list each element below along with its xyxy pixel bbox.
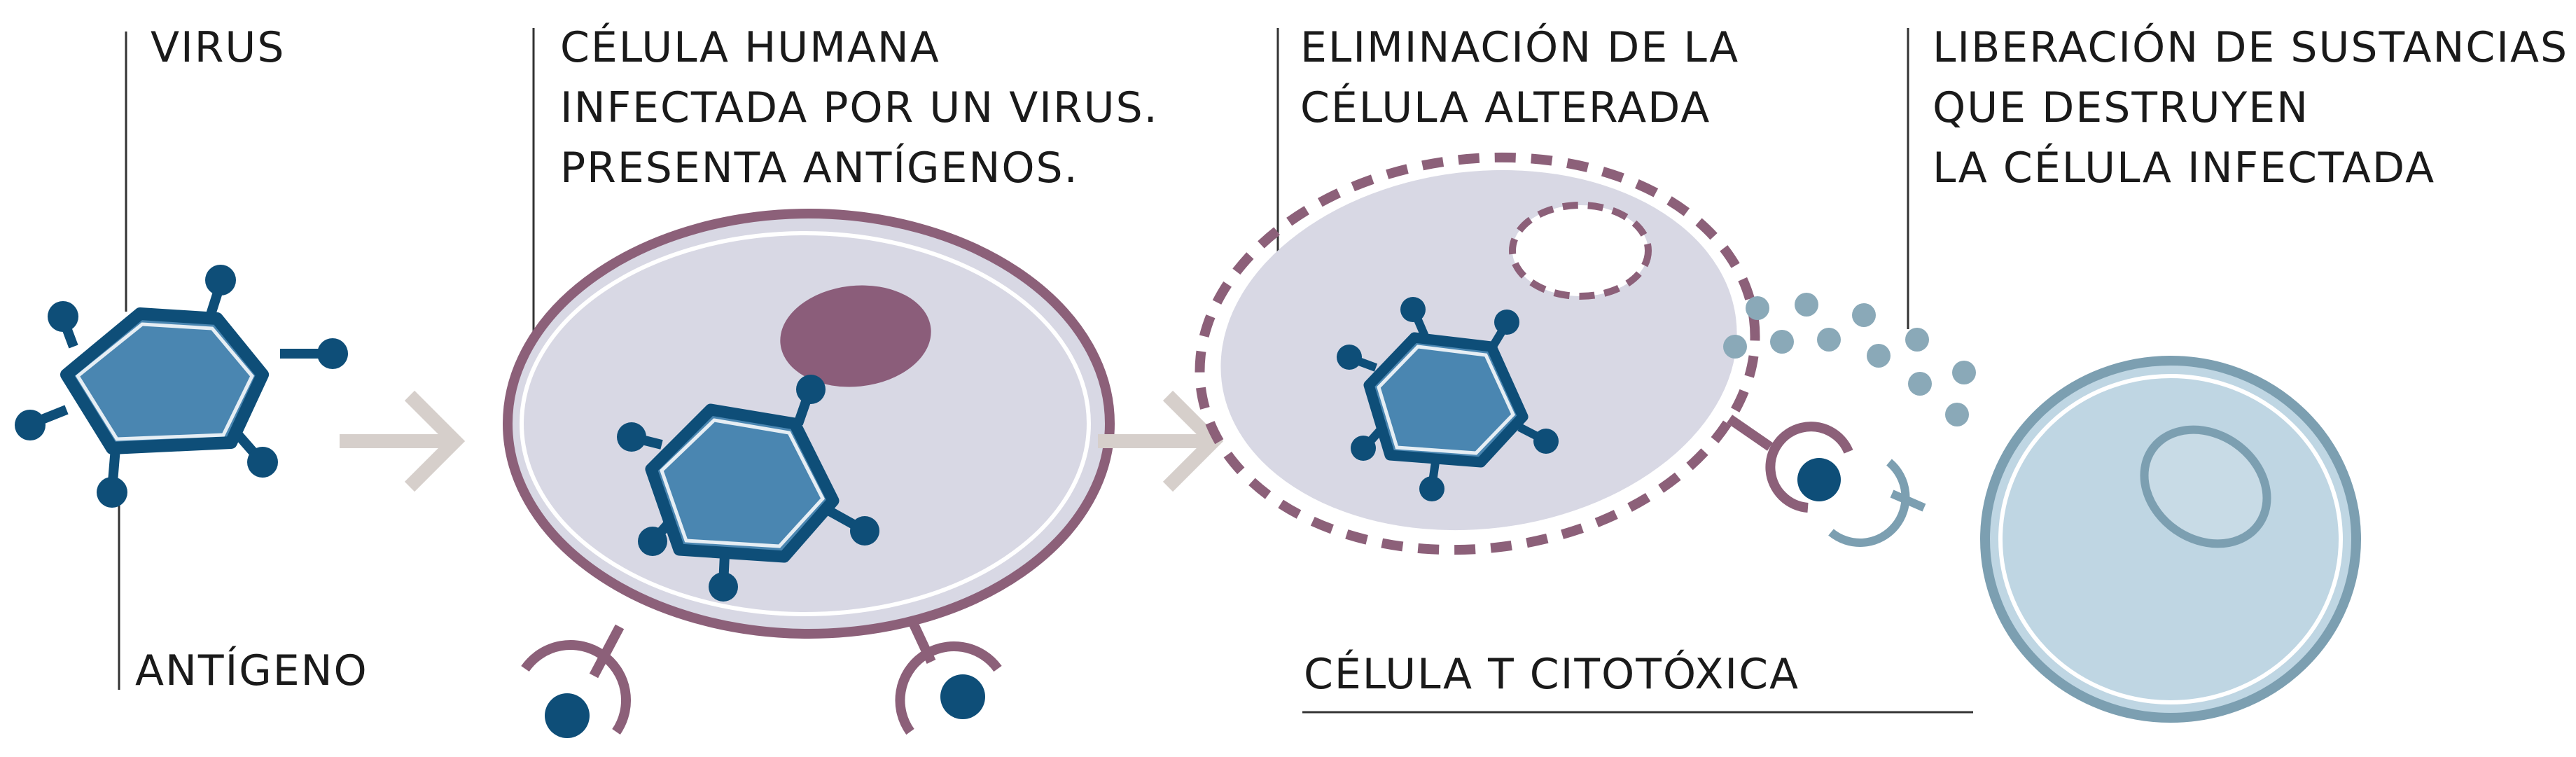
virus-spike-tips [15, 265, 348, 508]
receptor-stalk [1727, 415, 1773, 451]
release-label-line: LA CÉLULA INFECTADA [1933, 144, 2436, 193]
virus-capsid-inner-ring [75, 322, 254, 441]
t-cell-inner-ring [1998, 374, 2343, 704]
infected-cell-label-line: PRESENTA ANTÍGENOS. [560, 144, 1079, 193]
t-cell-membrane [1980, 356, 2361, 723]
infected-cell-membrane [503, 209, 1115, 639]
t-cell-label-text: CÉLULA T CITOTÓXICA [1304, 650, 1800, 699]
arrow-icon [1098, 390, 1224, 492]
release-label-line: QUE DESTRUYEN [1933, 83, 2310, 132]
elimination-label-line: CÉLULA ALTERADA [1300, 83, 1711, 132]
infected-cell-inner-ring [520, 231, 1091, 616]
release-label-line: LIBERACIÓN DE SUSTANCIAS [1933, 23, 2569, 72]
infected-cell [503, 209, 1115, 738]
eliminated-cell [1195, 152, 1760, 555]
virus-icon [15, 265, 348, 508]
elimination-label: ELIMINACIÓN DE LA CÉLULA ALTERADA [1300, 18, 1739, 138]
nucleus [780, 285, 931, 387]
virus-icon [1337, 297, 1559, 501]
receptor-right [895, 641, 1002, 735]
elimination-label-line: ELIMINACIÓN DE LA [1300, 23, 1740, 72]
t-cell-receptor-arc [1828, 459, 1910, 547]
virus-icon [617, 375, 879, 602]
antigen-label: ANTÍGENO [135, 641, 368, 701]
t-cell-label: CÉLULA T CITOTÓXICA [1304, 644, 1799, 704]
infected-cell-label: CÉLULA HUMANA INFECTADA POR UN VIRUS. PR… [560, 18, 1159, 198]
virus-label-text: VIRUS [151, 23, 286, 72]
eliminated-cell-dashed-membrane [1195, 152, 1760, 555]
receptor-dot [545, 693, 590, 738]
cytotoxic-t-cell [1890, 356, 2361, 723]
receptor-dot [1797, 458, 1841, 501]
receptor-dot [940, 674, 985, 719]
leader-lines [118, 28, 1973, 714]
receptor-binding [1727, 415, 1910, 547]
release-label: LIBERACIÓN DE SUSTANCIAS QUE DESTRUYEN L… [1933, 18, 2568, 198]
receptor-arc [1765, 422, 1853, 513]
released-particles [1723, 293, 1976, 426]
vacuole [1509, 202, 1652, 300]
infected-cell-label-line: INFECTADA POR UN VIRUS. [560, 83, 1159, 132]
antigen-label-text: ANTÍGENO [135, 646, 368, 695]
virus-label: VIRUS [151, 18, 285, 78]
virus-capsid [60, 307, 269, 454]
receptor-left [521, 640, 631, 738]
arrow-icon [340, 390, 466, 492]
infected-cell-label-line: CÉLULA HUMANA [560, 23, 940, 72]
t-cell-nucleus [2140, 425, 2271, 548]
